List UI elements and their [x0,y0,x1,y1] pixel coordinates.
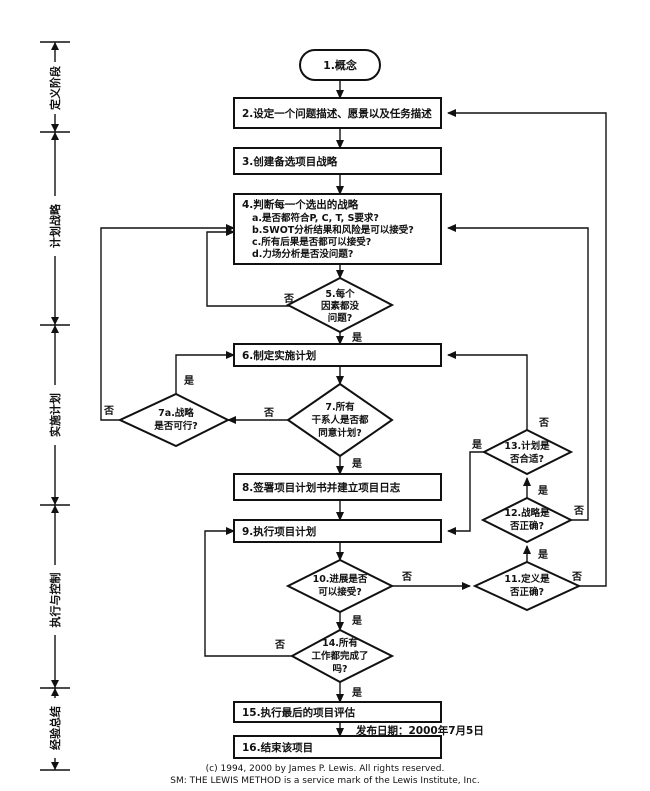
process-step-4: 4.判断每一个选出的战略 a.是否都符合P, C, T, S要求? b.SWOT… [233,193,442,265]
decision-11-line-2: 否正确? [509,586,544,598]
branch-5-yes: 是 [351,332,362,344]
process-step-15: 15.执行最后的项目评估 [233,701,442,723]
step-4-item-d: d.力场分析是否没问题? [252,248,353,260]
decision-11: 11.定义是 否正确? [472,560,582,612]
step-8-label: 8.签署项目计划书并建立项目日志 [242,481,401,494]
phase-label-lessons: 经验总结 [48,706,62,750]
branch-7a-no: 否 [103,405,114,417]
decision-12-line-1: 12.战略是 [504,507,550,519]
decision-11-line-1: 11.定义是 [504,573,550,585]
branch-11-no: 否 [571,571,582,583]
branch-7-yes: 是 [351,458,362,470]
decision-7-line-3: 同意计划? [318,427,362,439]
step-4-item-c: c.所有后果是否都可以接受? [252,236,371,248]
process-step-2: 2.设定一个问题描述、愿景以及任务描述 [233,97,442,129]
branch-7-no: 否 [263,407,274,419]
branch-13-yes: 是 [471,439,482,451]
decision-7a: 7a.战略 是否可行? [117,392,231,448]
copyright-line: (c) 1994, 2000 by James P. Lewis. All ri… [206,764,445,774]
decision-7-line-2: 干系人是否都 [311,414,369,426]
branch-13-no: 否 [538,417,549,429]
connectors [100,80,607,737]
release-date: 发布日期：2000年7月5日 [355,724,484,737]
decision-10-line-1: 10.进展是否 [313,573,368,585]
branch-14-no: 否 [274,639,285,651]
step-16-label: 16.结束该项目 [242,741,313,754]
decision-14-line-3: 吗? [332,664,347,675]
phase-label-implementation: 实施计划 [48,393,62,437]
decision-7a-line-1: 7a.战略 [158,407,194,419]
step-2-label: 2.设定一个问题描述、愿景以及任务描述 [242,107,432,120]
decision-10: 10.进展是否 可以接受? [285,558,395,614]
decision-13-line-1: 13.计划是 [504,440,550,452]
step-4-title: 4.判断每一个选出的战略 [242,198,359,211]
phase-label-strategy: 计划战略 [48,203,62,248]
process-step-6: 6.制定实施计划 [233,343,442,367]
decision-5-line-2: 因素都没 [321,300,360,312]
process-step-3: 3.创建备选项目战略 [233,147,442,175]
step-3-label: 3.创建备选项目战略 [242,155,338,168]
decision-13-line-2: 否合适? [509,453,544,465]
decision-14-line-1: 14.所有 [322,637,358,649]
decision-12-line-2: 否正确? [509,520,544,532]
decision-12: 12.战略是 否正确? [480,496,574,544]
branch-10-no: 否 [401,571,412,583]
decision-5: 5.每个 因素都没 问题? [285,276,395,334]
branch-12-no: 否 [573,505,584,517]
start-label: 1.概念 [323,58,358,72]
decision-7a-line-2: 是否可行? [153,420,198,432]
phase-ruler: 定义阶段 计划战略 实施计划 执行与控制 经验总结 [40,41,70,771]
process-step-8: 8.签署项目计划书并建立项目日志 [233,473,442,501]
branch-14-yes: 是 [351,687,362,699]
step-15-label: 15.执行最后的项目评估 [242,706,356,719]
branch-labels: 否 是 否 是 是 否 否 是 否 是 否 是 否 是 是 否 [103,293,584,699]
step-9-label: 9.执行项目计划 [242,525,316,538]
decision-14: 14.所有 工作都完成了 吗? [289,628,395,684]
decision-7-line-1: 7.所有 [325,401,355,413]
decision-14-line-2: 工作都完成了 [311,650,368,662]
decision-5-line-1: 5.每个 [325,288,355,300]
start-terminal: 1.概念 [299,49,381,81]
decision-7: 7.所有 干系人是否都 同意计划? [286,382,394,458]
decision-10-line-2: 可以接受? [318,586,362,598]
phase-label-execution: 执行与控制 [48,573,62,628]
step-4-item-b: b.SWOT分析结果和风险是可以接受? [252,224,414,236]
step-4-item-a: a.是否都符合P, C, T, S要求? [252,212,379,224]
branch-12-yes: 是 [537,485,548,497]
branch-7a-yes: 是 [183,375,194,387]
decision-5-line-3: 问题? [328,312,353,324]
process-step-16: 16.结束该项目 [233,735,442,759]
branch-5-no: 否 [283,293,294,305]
step-6-label: 6.制定实施计划 [242,349,316,362]
process-step-9: 9.执行项目计划 [233,519,442,543]
phase-label-define: 定义阶段 [48,66,62,110]
branch-11-yes: 是 [537,549,548,561]
decision-13: 13.计划是 否合适? [481,428,574,476]
branch-10-yes: 是 [351,615,362,627]
service-mark-line: SM: THE LEWIS METHOD is a service mark o… [170,776,479,786]
